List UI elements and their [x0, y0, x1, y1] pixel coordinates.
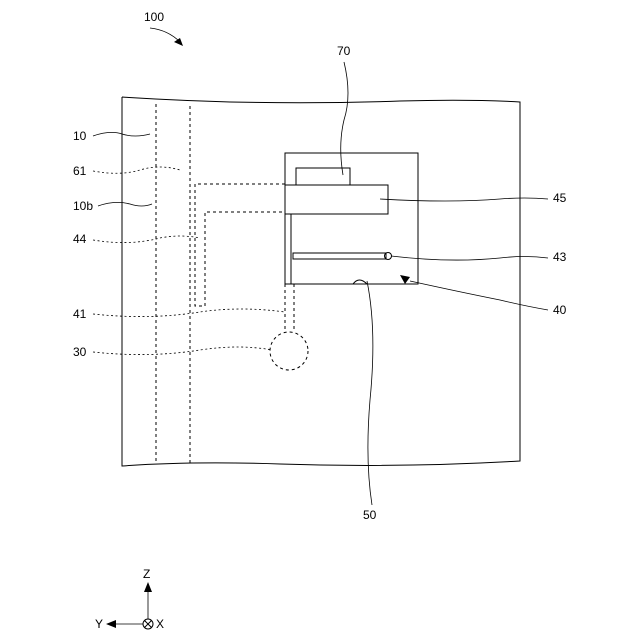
axis-y-label: Y [95, 617, 103, 631]
label-10b: 10b [73, 199, 93, 213]
component-45 [285, 185, 388, 214]
leader-40 [410, 281, 548, 310]
panel-10-outline [122, 97, 520, 466]
component-70 [296, 168, 350, 185]
axis-x-into-page-icon [143, 619, 153, 629]
leader-61 [93, 167, 180, 173]
label-100: 100 [144, 10, 164, 24]
component-50-notch [353, 280, 367, 284]
label-50: 50 [363, 508, 377, 522]
component-30 [270, 332, 308, 370]
label-70: 70 [337, 44, 351, 58]
axis-y-arrowhead [106, 620, 116, 628]
leader-44 [93, 236, 200, 243]
axis-z-arrowhead [144, 582, 152, 592]
dashed-wiring-44 [195, 184, 285, 306]
ref-100-arrowhead [174, 38, 183, 46]
axis-x-label: X [156, 617, 164, 631]
leader-70 [341, 62, 348, 175]
label-61: 61 [73, 164, 87, 178]
leader-10b [98, 202, 152, 206]
leader-45 [380, 198, 548, 201]
label-41: 41 [73, 307, 87, 321]
component-40-housing [285, 153, 418, 284]
axis-z-label: Z [143, 567, 150, 581]
label-10: 10 [73, 129, 87, 143]
label-44: 44 [73, 232, 87, 246]
label-40: 40 [553, 303, 567, 317]
ref-100-arrow [150, 28, 180, 42]
leader-30 [93, 347, 272, 355]
component-43-rod [293, 253, 386, 259]
label-45: 45 [553, 191, 567, 205]
label-43: 43 [553, 250, 567, 264]
leader-40-arrowhead [400, 275, 410, 284]
leader-50 [367, 281, 373, 505]
label-30: 30 [73, 345, 87, 359]
leader-43 [391, 256, 548, 260]
